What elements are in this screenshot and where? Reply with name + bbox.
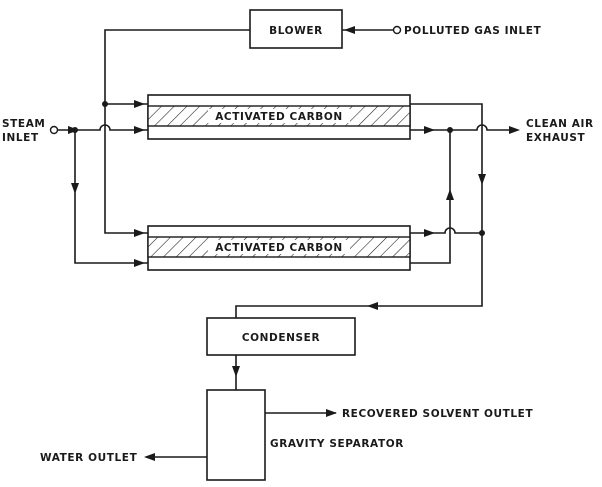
steam-inlet-label-2: INLET bbox=[2, 132, 39, 144]
polluted-gas-inlet-port bbox=[392, 25, 402, 35]
steam-down-arrow bbox=[71, 183, 79, 194]
solvent-outlet-arrow bbox=[326, 409, 337, 417]
steam-inlet-port bbox=[49, 125, 59, 135]
condenser-label: CONDENSER bbox=[242, 332, 320, 344]
steam-bottom-arrow bbox=[134, 259, 145, 267]
water-outlet-arrow bbox=[144, 453, 155, 461]
steam-line-top bbox=[58, 124, 148, 131]
return-left-arrow bbox=[367, 302, 378, 310]
return-down-arrow bbox=[478, 174, 486, 185]
recovered-solvent-label: RECOVERED SOLVENT OUTLET bbox=[342, 408, 533, 420]
solvent-return-line bbox=[235, 103, 483, 318]
blower-box bbox=[249, 9, 343, 49]
condenser-box bbox=[206, 317, 356, 356]
water-outlet-label: WATER OUTLET bbox=[40, 452, 138, 464]
steam-line-bottom bbox=[74, 130, 148, 264]
bottom-bed-exhaust-riser bbox=[410, 130, 451, 264]
junction-dot bbox=[102, 101, 108, 107]
blower-outlet-line bbox=[104, 29, 250, 234]
return-junction-dot bbox=[479, 230, 485, 236]
gravity-separator-label: GRAVITY SEPARATOR bbox=[270, 438, 404, 450]
gravity-separator-box bbox=[206, 389, 266, 481]
top-bed-label-bg bbox=[208, 109, 350, 123]
top-bed-label: ACTIVATED CARBON bbox=[215, 111, 343, 123]
bottom-bed-label: ACTIVATED CARBON bbox=[215, 242, 343, 254]
top-bed-outlet-arrow bbox=[424, 126, 435, 134]
steam-top-arrow bbox=[134, 126, 145, 134]
polluted-gas-arrow bbox=[344, 26, 355, 34]
clean-air-arrow bbox=[509, 126, 520, 134]
polluted-gas-inlet-label: POLLUTED GAS INLET bbox=[404, 25, 542, 37]
top-bed-feed-arrow bbox=[134, 100, 145, 108]
bottom-bed-label-bg bbox=[208, 240, 350, 254]
riser-up-arrow bbox=[446, 189, 454, 200]
bottom-bed-upper-outlet bbox=[410, 227, 482, 234]
condenser-outlet-arrow bbox=[232, 366, 240, 377]
clean-air-label-2: EXHAUST bbox=[526, 132, 586, 144]
clean-air-label-1: CLEAN AIR bbox=[526, 118, 594, 130]
bottom-bed-feed-arrow bbox=[134, 229, 145, 237]
steam-inlet-label-1: STEAM bbox=[2, 118, 45, 130]
blower-label: BLOWER bbox=[269, 25, 323, 37]
bottom-bed-outlet-arrow bbox=[424, 229, 435, 237]
